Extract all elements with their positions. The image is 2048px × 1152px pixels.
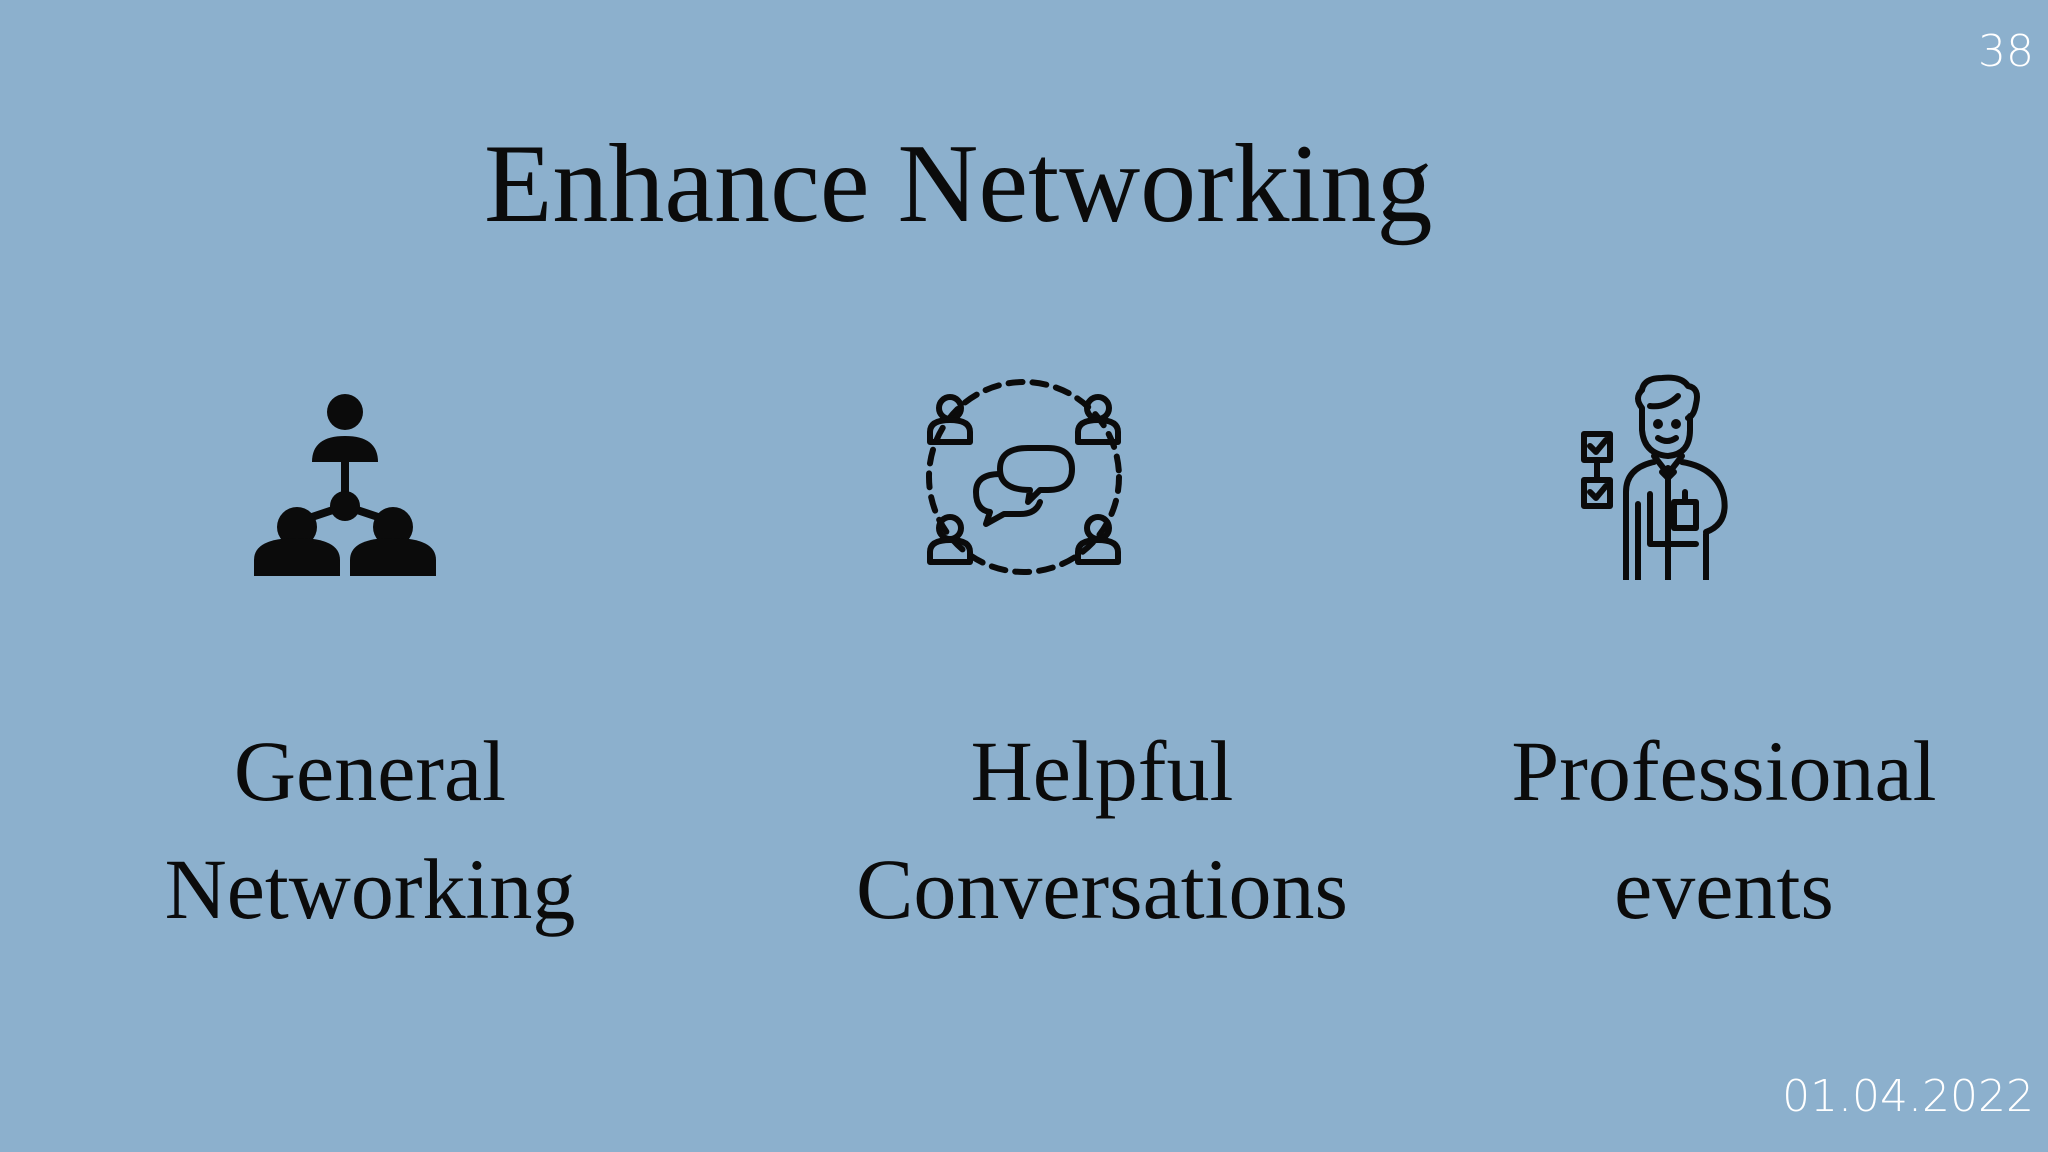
conversation-icon	[926, 379, 1122, 575]
caption-line-2: Conversations	[855, 841, 1349, 937]
caption-helpful-conversations: Helpful Conversations	[842, 712, 1362, 948]
caption-general-networking: General Networking	[110, 712, 630, 948]
network-icon	[254, 394, 436, 576]
slide-date: 01.04.2022	[1782, 1071, 2034, 1122]
caption-line-1: Helpful	[970, 723, 1234, 819]
caption-line-1: Professional	[1511, 723, 1937, 819]
professional-icon	[1581, 374, 1728, 580]
slide-title: Enhance Networking	[484, 122, 1433, 246]
caption-professional-events: Professional events	[1464, 712, 1984, 948]
slide-number: 38	[1978, 26, 2034, 77]
caption-line-2: events	[1614, 841, 1834, 937]
caption-line-2: Networking	[164, 841, 576, 937]
caption-line-1: General	[233, 723, 507, 819]
